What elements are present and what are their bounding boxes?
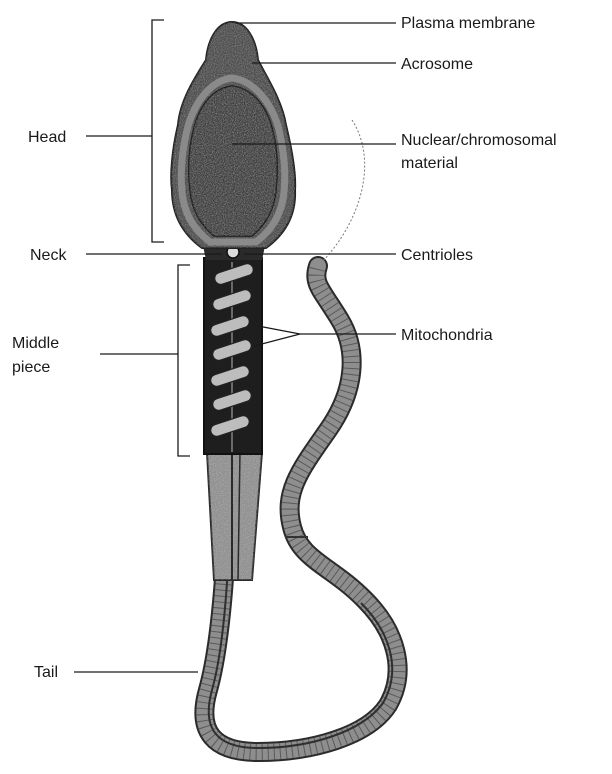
- principal-piece: [207, 452, 262, 580]
- label-acrosome: Acrosome: [401, 56, 473, 73]
- label-nuclear-line2: material: [401, 155, 458, 172]
- label-middle-line2: piece: [12, 359, 50, 376]
- leader-mitochondria-a: [258, 326, 300, 334]
- label-neck: Neck: [30, 247, 67, 264]
- middle-piece-body: [204, 258, 262, 454]
- label-nuclear-line1: Nuclear/chromosomal: [401, 132, 557, 149]
- label-centrioles: Centrioles: [401, 247, 473, 264]
- label-plasma-membrane: Plasma membrane: [401, 15, 535, 32]
- thin-filament: [322, 120, 365, 262]
- label-head: Head: [28, 129, 66, 146]
- bracket-head: [152, 20, 164, 242]
- bracket-middle-piece: [178, 265, 190, 456]
- label-mitochondria: Mitochondria: [401, 327, 493, 344]
- label-tail: Tail: [34, 664, 58, 681]
- sperm-head: [171, 22, 295, 248]
- label-middle-line1: Middle: [12, 335, 59, 352]
